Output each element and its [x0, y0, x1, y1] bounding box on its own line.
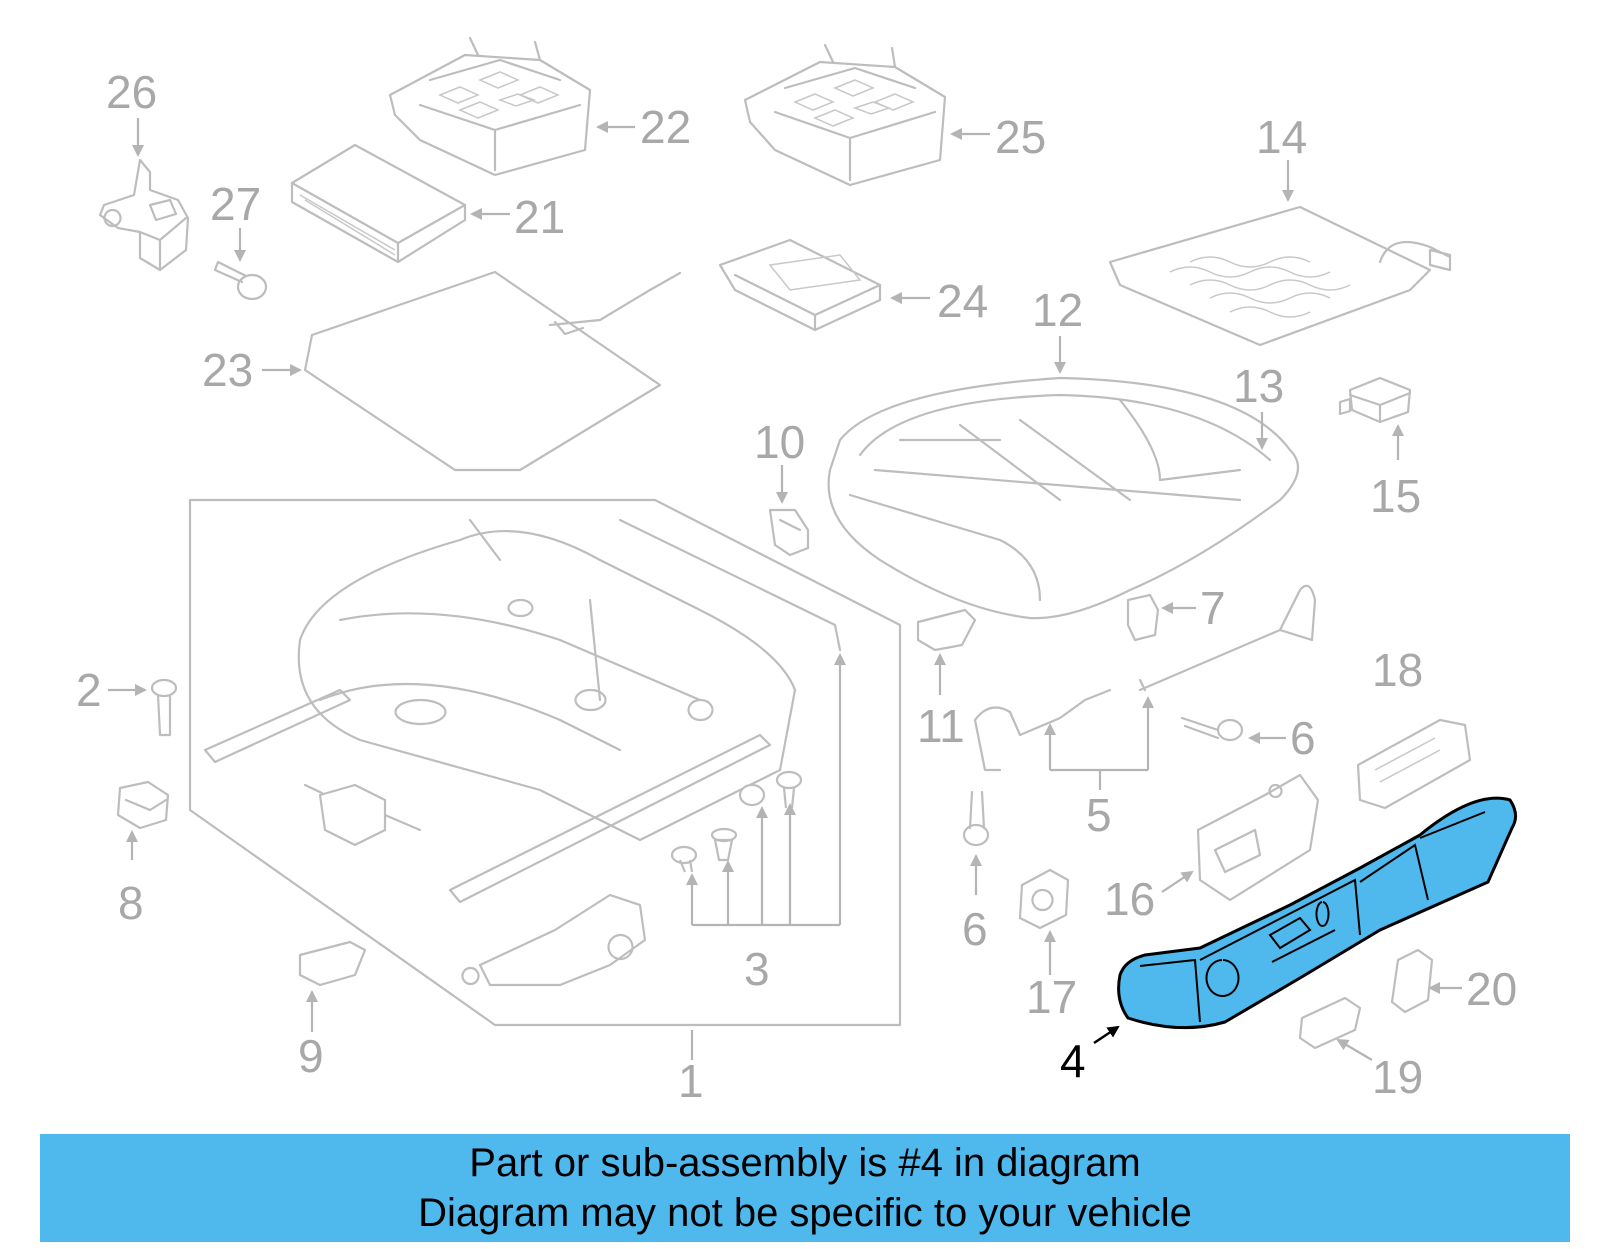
- callout-11: 11: [917, 700, 965, 752]
- part-2-bolt: [150, 678, 178, 737]
- info-banner: Part or sub-assembly is #4 in diagram Di…: [40, 1134, 1570, 1242]
- part-11-clip: [916, 608, 977, 652]
- banner-line-part: Part or sub-assembly is #4 in diagram: [469, 1141, 1141, 1185]
- callout-14: 14: [1256, 111, 1307, 163]
- callout-20: 20: [1466, 963, 1517, 1015]
- part-27-clip: [213, 260, 268, 301]
- callout-4: 4: [1060, 1035, 1086, 1087]
- part-1-frame-group: [188, 498, 902, 1027]
- part-3-fasteners: [670, 770, 803, 873]
- callout-26: 26: [106, 66, 157, 118]
- callout-27: 27: [210, 178, 261, 230]
- part-15-connector: [1338, 376, 1412, 424]
- callout-9: 9: [298, 1030, 324, 1082]
- callout-12: 12: [1032, 284, 1083, 336]
- callout-5: 5: [1086, 789, 1112, 841]
- callout-19: 19: [1372, 1051, 1423, 1103]
- part-10-clip: [768, 508, 810, 557]
- callout-18: 18: [1372, 644, 1423, 696]
- part-20-cap: [1390, 948, 1434, 1014]
- part-23-mat: [303, 270, 682, 472]
- part-12-cushion: [827, 376, 1300, 620]
- callout-21: 21: [514, 191, 565, 243]
- callout-22: 22: [640, 101, 691, 153]
- part-5-rod: [973, 584, 1317, 772]
- callout-8: 8: [118, 877, 144, 929]
- callout-16: 16: [1104, 873, 1155, 925]
- part-19-knob: [1298, 996, 1362, 1050]
- callout-2: 2: [76, 664, 102, 716]
- part-7-nut: [1126, 593, 1160, 642]
- part-24-module: [718, 238, 882, 332]
- callout-1: 1: [678, 1055, 704, 1107]
- callout-3: 3: [744, 943, 770, 995]
- part-16-body: [1196, 773, 1320, 902]
- part-26-bracket: [98, 158, 190, 272]
- callout-24: 24: [937, 275, 988, 327]
- callout-25: 25: [995, 111, 1046, 163]
- part-6-bolt-b: [962, 790, 990, 847]
- part-14-heater: [1108, 205, 1452, 347]
- callout-6-upper: 6: [1290, 712, 1316, 764]
- callout-6-lower: 6: [962, 903, 988, 955]
- part-21-box: [290, 143, 467, 264]
- part-8-clip: [116, 780, 170, 830]
- banner-line-disclaimer: Diagram may not be specific to your vehi…: [418, 1191, 1192, 1235]
- callout-23: 23: [202, 344, 253, 396]
- part-6-bolt-a: [1180, 716, 1244, 742]
- part-4-side-cover: [1117, 796, 1517, 1030]
- part-17-connector: [1018, 868, 1070, 930]
- callout-15: 15: [1370, 470, 1421, 522]
- callout-13: 13: [1233, 360, 1284, 412]
- part-9-clip: [298, 940, 367, 987]
- callout-17: 17: [1026, 971, 1077, 1023]
- part-25-module: [743, 43, 947, 187]
- callout-7: 7: [1200, 582, 1226, 634]
- part-22-module: [388, 36, 592, 177]
- callout-10: 10: [754, 416, 805, 468]
- part-18-switch: [1356, 718, 1472, 810]
